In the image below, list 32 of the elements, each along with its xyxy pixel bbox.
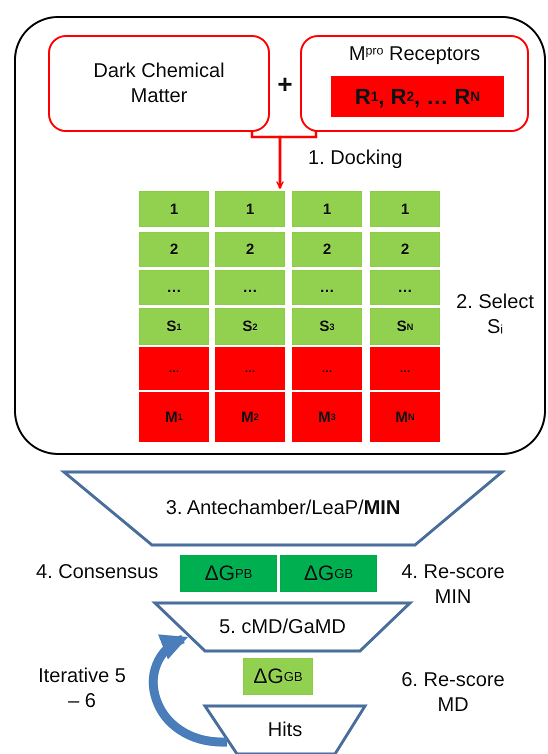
rejected-rank: …	[139, 347, 209, 390]
ranked-pose: 2	[139, 232, 209, 267]
arrow	[276, 130, 318, 189]
ranked-pose: …	[215, 270, 285, 305]
ranked-pose: 1	[139, 191, 209, 227]
stage-label: Hits	[268, 718, 302, 742]
curved-arrow	[149, 635, 228, 746]
ranked-pose: 2	[292, 232, 362, 267]
ranked-pose: 2	[215, 232, 285, 267]
step-label: Iterative 5 – 6	[37, 664, 127, 714]
ranked-pose: 1	[215, 191, 285, 227]
input-box	[48, 35, 270, 132]
stage-label: 3. Antechamber/LeaP/MIN	[166, 497, 400, 520]
stage-label: 5. cMD/GaMD	[219, 616, 346, 638]
step-label: 4. Re-score MIN	[400, 560, 506, 610]
ranked-pose: …	[292, 270, 362, 305]
ranked-pose: …	[370, 270, 440, 305]
input-box	[300, 35, 529, 132]
rejected-rank: …	[370, 347, 440, 390]
step-label: 1. Docking	[308, 146, 404, 171]
ranked-pose: 1	[370, 191, 440, 227]
ranked-pose: 1	[292, 191, 362, 227]
step-label: 6. Re-score MD	[400, 668, 506, 718]
ranked-pose: 2	[370, 232, 440, 267]
plus-sign: +	[276, 68, 294, 100]
ranked-pose: …	[139, 270, 209, 305]
box-label: Dark Chemical Matter	[92, 58, 226, 108]
rejected-rank: …	[215, 347, 285, 390]
box-label: M$^{pro}$ Receptors	[348, 43, 482, 66]
rejected-rank: …	[292, 347, 362, 390]
step-label: 4. Consensus	[36, 560, 160, 585]
rounded-frame	[14, 16, 546, 455]
